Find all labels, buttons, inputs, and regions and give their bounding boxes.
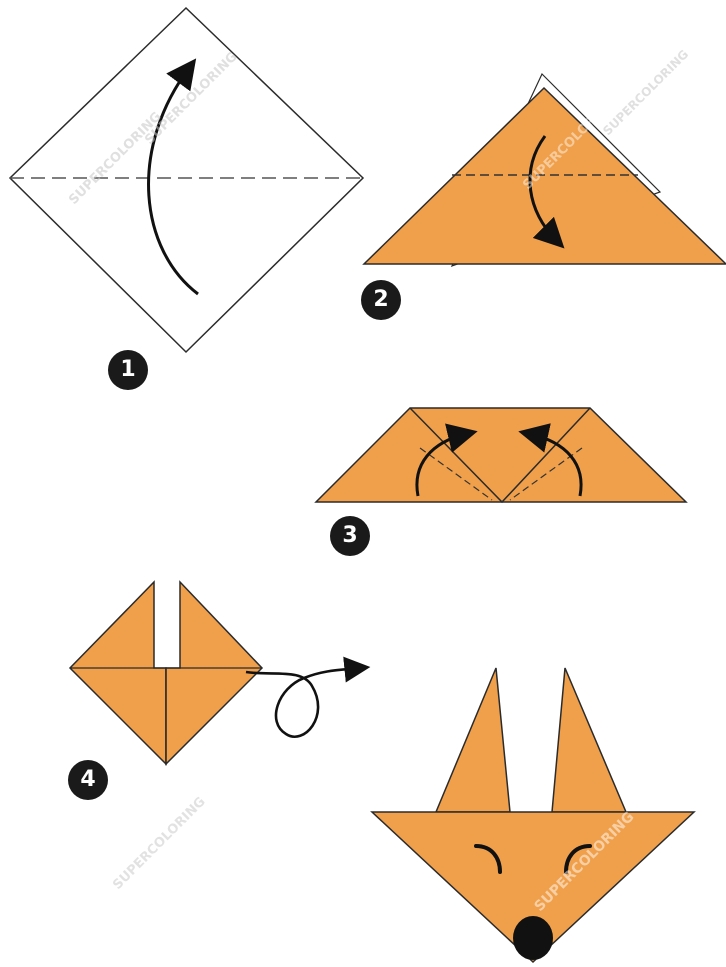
fox-right-eye <box>564 844 592 874</box>
step-2-watermark-2: SUPERCOLORING <box>600 47 691 138</box>
step-1-badge: 1 <box>108 350 148 390</box>
step-3-valley <box>409 407 591 504</box>
fox-left-ear <box>434 667 511 813</box>
step-4-left-flap <box>68 580 167 766</box>
step-1-paper <box>8 6 365 354</box>
fox-nose <box>513 916 553 960</box>
step-1-fold-arrow <box>147 58 199 296</box>
fox-right-ear <box>551 667 628 813</box>
step-3-fold-arrow-right <box>518 423 583 497</box>
step-3-paper <box>314 407 688 503</box>
step-4-figure <box>68 580 371 766</box>
fox-face: SUPERCOLORING <box>370 667 696 964</box>
step-2-paper <box>362 86 726 265</box>
step-1-figure: SUPERCOLORING SUPERCOLORING <box>8 6 365 354</box>
step-4-badge: 4 <box>68 760 108 800</box>
step-3-fold-line-left <box>419 447 493 501</box>
step-2-figure: SUPERCOLORING SUPERCOLORING <box>362 47 726 268</box>
step-3-figure <box>314 407 688 504</box>
step-2-badge: 2 <box>361 280 401 320</box>
watermark-left-middle: SUPERCOLORING <box>110 794 208 892</box>
fox-head <box>370 811 696 964</box>
fox-left-eye <box>474 844 502 874</box>
step-2-fold-arrow <box>528 135 565 249</box>
step-3-fold-arrow-left <box>415 423 478 497</box>
step-3-badge: 3 <box>330 516 370 556</box>
step-4-turn-over-arrow <box>245 656 371 738</box>
